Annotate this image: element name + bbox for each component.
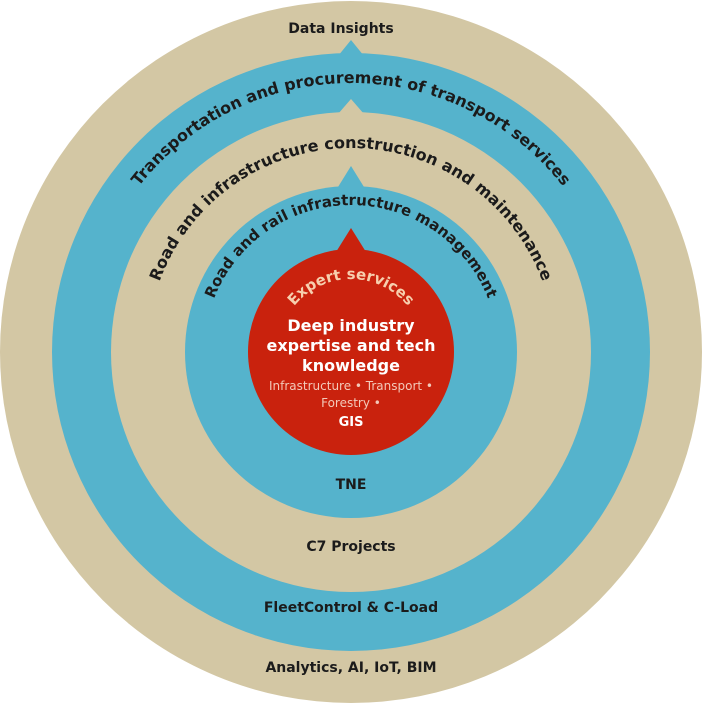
outer-ring-bottom-label: Analytics, AI, IoT, BIM — [265, 660, 436, 676]
core-title-line-3: knowledge — [302, 356, 400, 375]
core-detail-line-2: Forestry • — [321, 396, 381, 410]
arrow-into-blue-ring — [338, 99, 364, 114]
arrow-into-outer-ring — [338, 40, 364, 56]
outer-ring-top-label: Data Insights — [288, 21, 393, 37]
core-title-line-2: expertise and tech — [266, 336, 435, 355]
tan-ring-bottom-label: C7 Projects — [306, 539, 395, 555]
arrow-into-core — [336, 228, 366, 252]
arrow-into-tan-ring — [338, 166, 364, 187]
core-detail-line-1: Infrastructure • Transport • — [269, 379, 433, 393]
core-circle — [248, 249, 454, 455]
blue-ring-bottom-label: FleetControl & C-Load — [264, 600, 438, 616]
inner-blue-ring-bottom-label: TNE — [336, 477, 367, 493]
core-detail-line-3: GIS — [339, 415, 364, 430]
core-title-line-1: Deep industry — [287, 316, 415, 335]
